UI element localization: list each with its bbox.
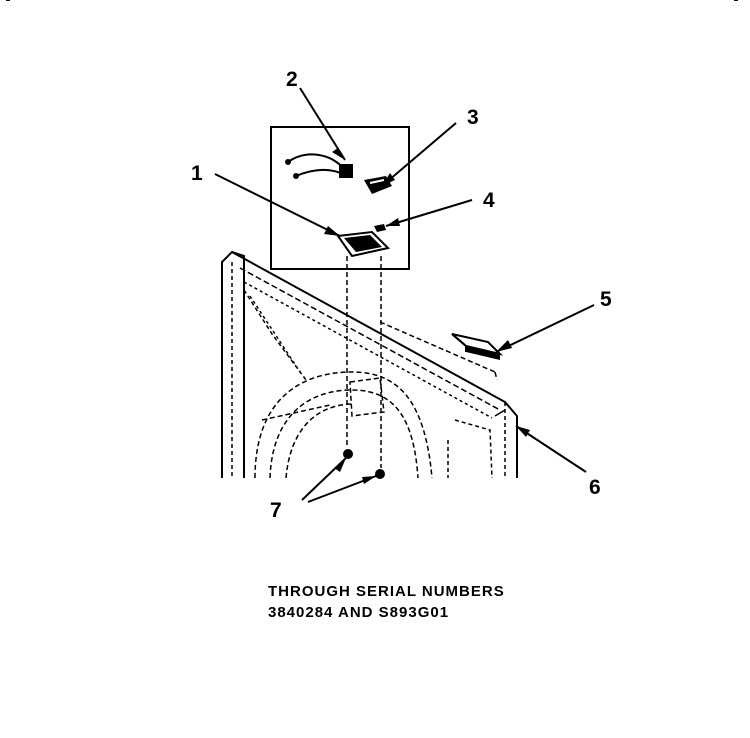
inset-box — [270, 126, 410, 270]
small-clip — [374, 224, 386, 232]
callout-5: 5 — [600, 288, 612, 311]
switch-body — [336, 230, 390, 258]
callout-7: 7 — [270, 499, 282, 522]
dryer-cabinet — [221, 250, 518, 479]
callout-6: 6 — [589, 476, 601, 499]
callout-3: 3 — [467, 106, 479, 129]
leader-arrowheads — [324, 148, 530, 484]
leader-lines — [214, 87, 595, 503]
screws — [343, 449, 385, 479]
callout-4: 4 — [483, 189, 495, 212]
caption-line-2: 3840284 AND S893G01 — [268, 604, 450, 621]
caption-line-1: THROUGH SERIAL NUMBERS — [268, 583, 505, 600]
callout-1: 1 — [191, 162, 203, 185]
mounting-guides — [346, 256, 498, 468]
callout-2: 2 — [286, 68, 298, 91]
connector-plug — [364, 176, 392, 194]
drum-outline — [254, 371, 433, 479]
wire-harness — [285, 153, 353, 179]
actuator-pad — [451, 333, 504, 360]
